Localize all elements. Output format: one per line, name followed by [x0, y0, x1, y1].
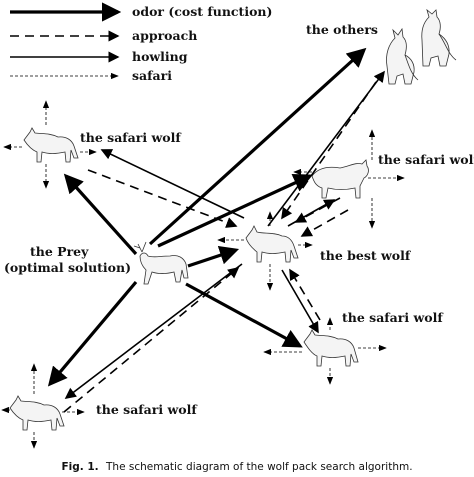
legend-safari-label: safari — [132, 68, 172, 83]
approach-right-to-best-2 — [300, 209, 349, 237]
howling-best-to-left-wolf — [100, 149, 245, 219]
approach-right-to-best-1 — [294, 197, 341, 223]
caption-label: Fig. 1. — [61, 461, 98, 473]
approach-others-to-best — [281, 81, 377, 220]
odor-prey-to-others — [148, 47, 367, 246]
odor-prey-to-left-wolf — [63, 173, 138, 256]
label-the-others: the others — [306, 22, 378, 37]
approach-bottom-left-to-best — [63, 266, 240, 413]
others-wolf-icon-2 — [421, 8, 457, 67]
label-prey-line2: (optimal solution) — [4, 260, 131, 275]
others-wolf-icon-1 — [386, 27, 419, 85]
figure-caption: Fig. 1. The schematic diagram of the wol… — [61, 461, 412, 473]
odor-prey-to-bottom-left-wolf — [47, 280, 138, 387]
odor-prey-to-right-wolf — [157, 173, 313, 248]
legend: odor (cost function) approach howling sa… — [10, 2, 272, 83]
approach-arrows — [63, 81, 377, 413]
legend-approach-label: approach — [132, 28, 197, 43]
label-best-wolf: the best wolf — [320, 248, 412, 263]
approach-lower-right-to-best — [289, 268, 321, 321]
safari-arrows — [1, 100, 405, 449]
legend-howling-label: howling — [132, 49, 188, 64]
safari-wolf-lower-right-icon — [303, 329, 359, 367]
prey-deer-icon — [133, 241, 189, 285]
odor-arrows — [47, 47, 367, 387]
approach-left-to-best — [87, 169, 238, 228]
safari-wolf-right-icon — [311, 159, 369, 199]
label-safari-wolf-right: the safari wolf — [378, 152, 474, 167]
label-safari-wolf-lower-right: the safari wolf — [342, 310, 444, 325]
odor-prey-to-best-wolf — [187, 245, 240, 268]
safari-wolf-left-icon — [23, 127, 79, 163]
howling-best-to-bottom-left-wolf — [64, 263, 243, 399]
safari-wolf-bottom-left-icon — [9, 395, 65, 431]
label-safari-wolf-left: the safari wolf — [80, 130, 182, 145]
best-wolf-icon — [245, 225, 299, 263]
label-prey-line1: the Prey — [30, 244, 89, 259]
caption-text: The schematic diagram of the wolf pack s… — [105, 461, 413, 473]
label-safari-wolf-bottom-left: the safari wolf — [96, 402, 198, 417]
legend-odor-label: odor (cost function) — [132, 4, 272, 19]
howling-best-to-lower-right-wolf — [281, 269, 319, 334]
